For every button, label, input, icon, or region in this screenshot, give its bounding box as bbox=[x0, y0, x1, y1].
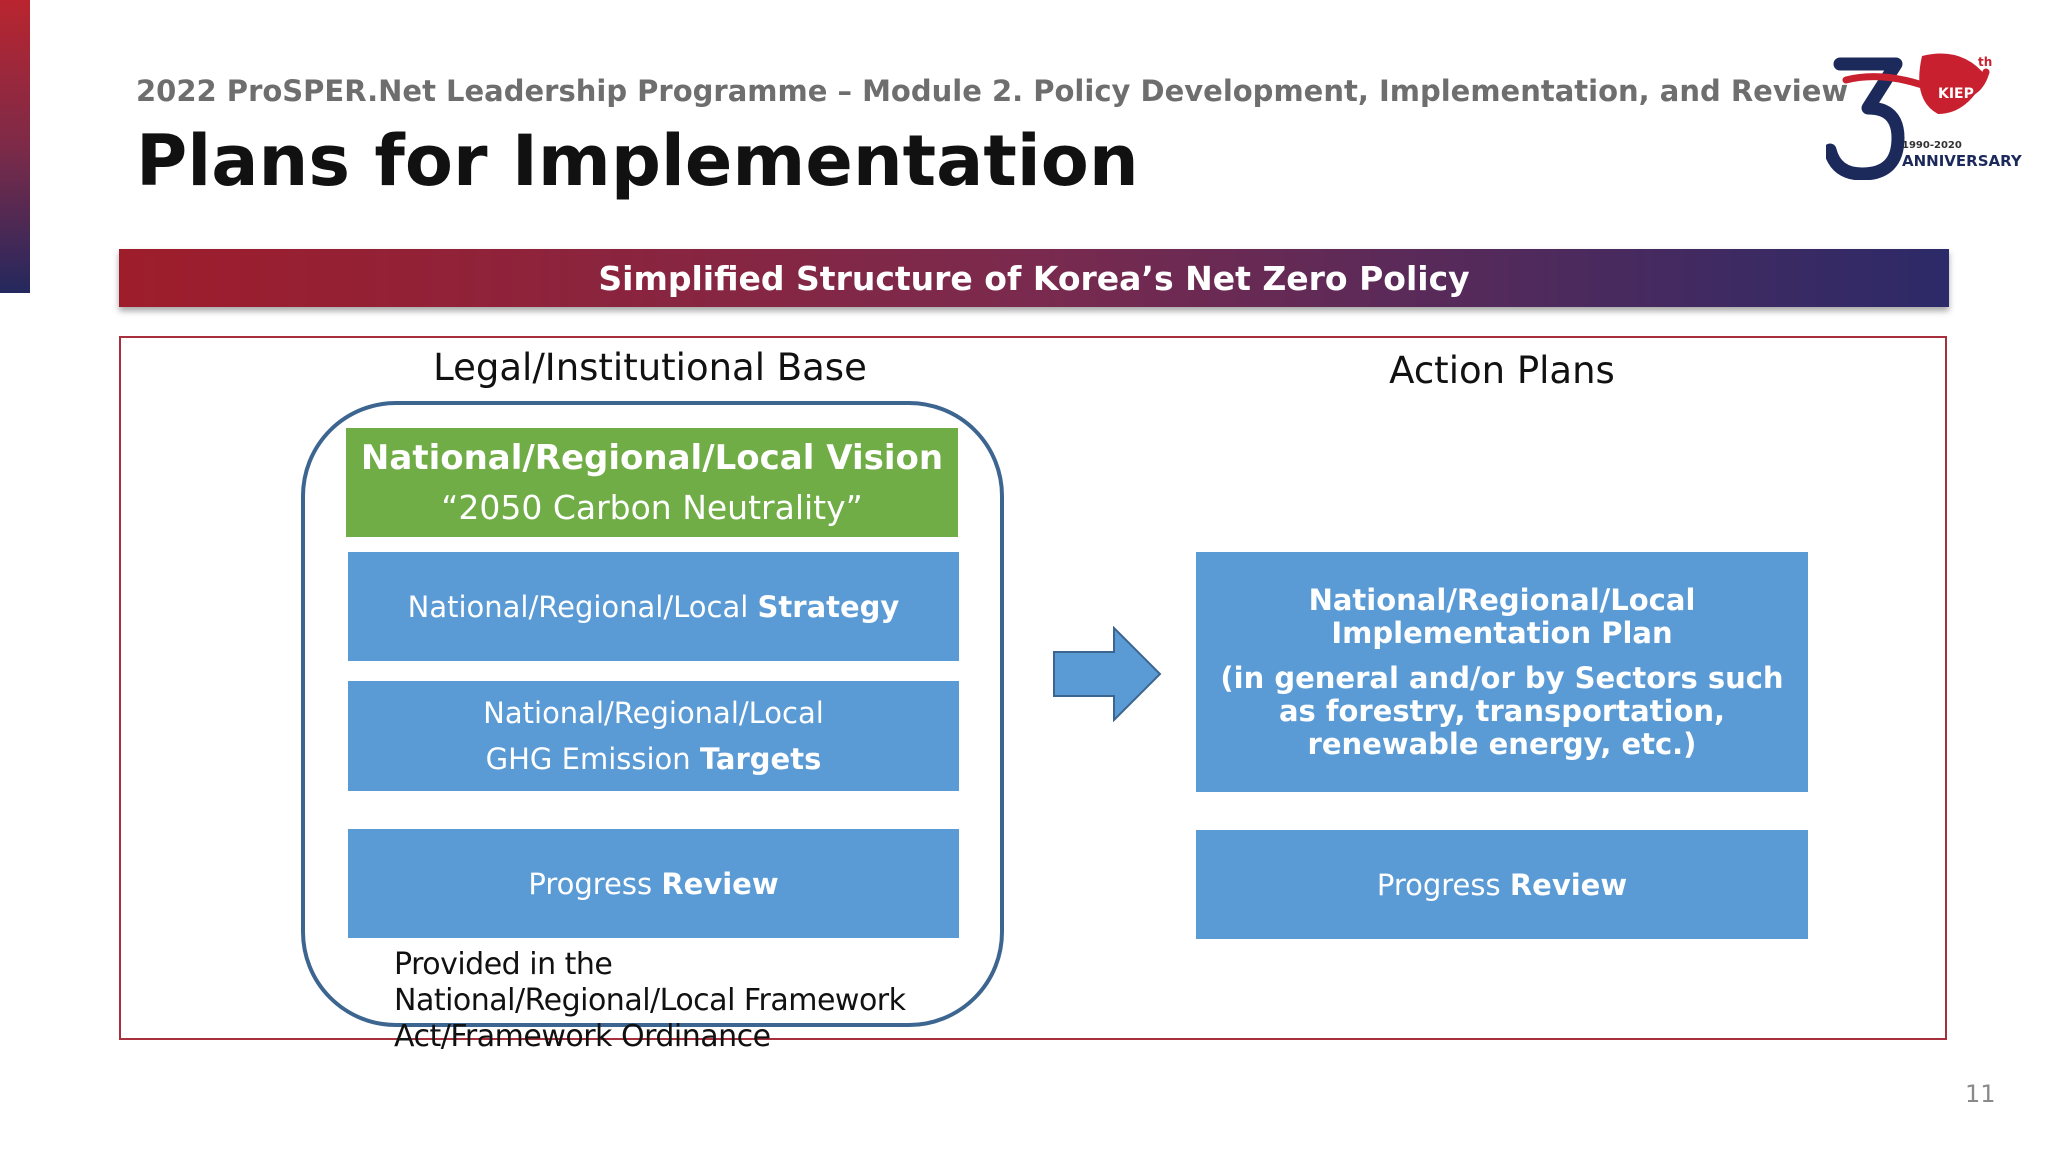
progress-review-right-prefix: Progress bbox=[1376, 867, 1510, 902]
implementation-line1: National/Regional/Local bbox=[1308, 582, 1696, 617]
diagram-frame bbox=[119, 336, 1947, 1040]
page-title: Plans for Implementation bbox=[136, 120, 1139, 202]
progress-review-right-box: Progress Review bbox=[1196, 830, 1808, 939]
progress-review-left-bold: Review bbox=[661, 866, 779, 901]
section-banner: Simplified Structure of Korea’s Net Zero… bbox=[119, 249, 1949, 307]
header-subtitle: 2022 ProSPER.Net Leadership Programme – … bbox=[136, 74, 1849, 108]
targets-line1: National/Regional/Local bbox=[483, 696, 824, 730]
logo-word: ANNIVERSARY bbox=[1902, 152, 2022, 170]
vision-quote: “2050 Carbon Neutrality” bbox=[441, 487, 863, 527]
framework-footnote: Provided in the National/Regional/Local … bbox=[394, 947, 906, 1054]
accent-bar bbox=[0, 0, 30, 293]
legal-institutional-heading: Legal/Institutional Base bbox=[433, 346, 867, 389]
vision-box: National/Regional/Local Vision “2050 Car… bbox=[346, 428, 958, 537]
targets-prefix: GHG Emission bbox=[485, 742, 700, 776]
strategy-box: National/Regional/Local Strategy bbox=[348, 552, 959, 661]
progress-review-left-label: Progress Review bbox=[528, 867, 778, 901]
targets-box: National/Regional/Local GHG Emission Tar… bbox=[348, 681, 959, 791]
vision-title: National/Regional/Local Vision bbox=[360, 437, 944, 478]
right-arrow-icon bbox=[1053, 626, 1162, 722]
kiep-anniversary-logo: KIEP th 1990-2020 ANNIVERSARY bbox=[1823, 50, 2022, 181]
strategy-prefix: National/Regional/Local bbox=[407, 589, 758, 624]
legal-base-container bbox=[301, 401, 1004, 1027]
anniversary-3-icon: KIEP th bbox=[1823, 53, 1992, 181]
implementation-detail: (in general and/or by Sectors such as fo… bbox=[1220, 660, 1784, 761]
logo-badge: KIEP bbox=[1938, 86, 1974, 102]
targets-bold: Targets bbox=[699, 742, 822, 776]
logo-superscript: th bbox=[1978, 55, 1992, 69]
implementation-line2: Implementation Plan bbox=[1331, 615, 1673, 650]
progress-review-right-label: Progress Review bbox=[1377, 868, 1627, 902]
targets-line2: GHG Emission Targets bbox=[486, 736, 822, 782]
logo-years: 1990-2020 bbox=[1902, 140, 1962, 151]
slide-number: 11 bbox=[1965, 1080, 1996, 1108]
progress-review-right-bold: Review bbox=[1509, 867, 1628, 902]
progress-review-left-box: Progress Review bbox=[348, 829, 959, 938]
strategy-label: National/Regional/Local Strategy bbox=[408, 590, 900, 624]
action-plans-heading: Action Plans bbox=[1389, 349, 1615, 392]
implementation-plan-box: National/Regional/Local Implementation P… bbox=[1196, 552, 1808, 792]
strategy-bold: Strategy bbox=[757, 589, 900, 624]
progress-review-left-prefix: Progress bbox=[528, 866, 662, 901]
